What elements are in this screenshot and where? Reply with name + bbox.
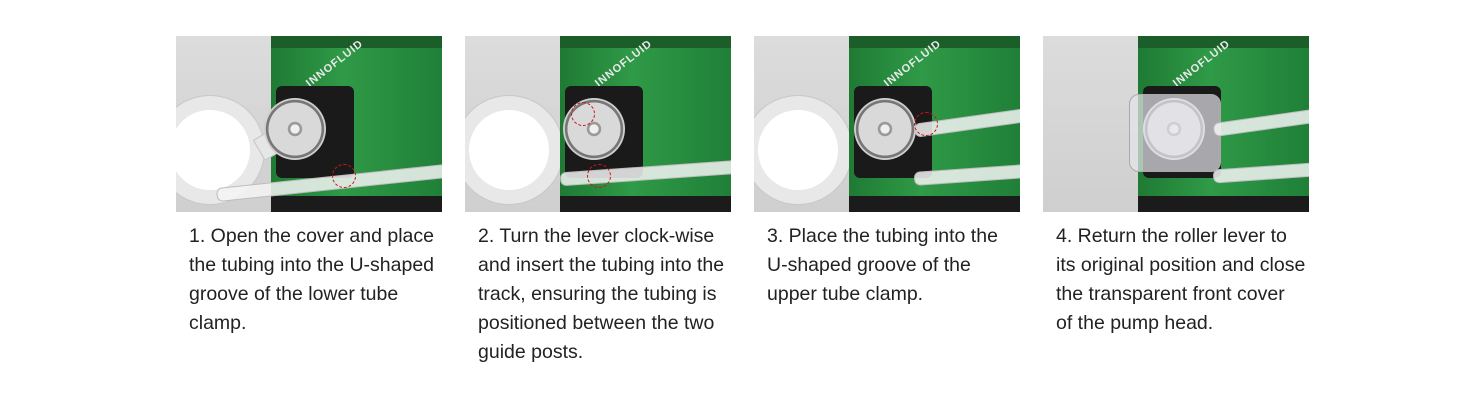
roller-rotor — [264, 98, 326, 160]
step-3-caption: 3. Place the tubing into the U-shaped gr… — [767, 225, 998, 305]
highlight-circle — [332, 164, 356, 188]
step-4-photo: INNOFLUID — [1043, 36, 1309, 212]
highlight-circle — [587, 164, 611, 188]
step-3: INNOFLUID 3. Place the tubing into the U… — [754, 36, 1020, 309]
step-4-caption: 4. Return the roller lever to its origin… — [1056, 225, 1306, 334]
tube-clamp — [754, 96, 852, 204]
step-2-caption: 2. Turn the lever clock-wise and insert … — [478, 225, 725, 363]
highlight-circle — [914, 112, 938, 136]
roller-rotor — [854, 98, 916, 160]
step-2-photo: INNOFLUID — [465, 36, 731, 212]
step-3-photo: INNOFLUID — [754, 36, 1020, 212]
highlight-circle — [571, 102, 595, 126]
step-2: INNOFLUID 2. Turn the lever clock-wise a… — [465, 36, 731, 367]
tube-clamp — [465, 96, 563, 204]
step-4: INNOFLUID 4. Return the roller lever to … — [1043, 36, 1309, 338]
transparent-cover — [1129, 94, 1221, 172]
step-1-caption: 1. Open the cover and place the tubing i… — [189, 225, 435, 334]
step-1-photo: INNOFLUID — [176, 36, 442, 212]
step-1: INNOFLUID 1. Open the cover and place th… — [176, 36, 442, 338]
